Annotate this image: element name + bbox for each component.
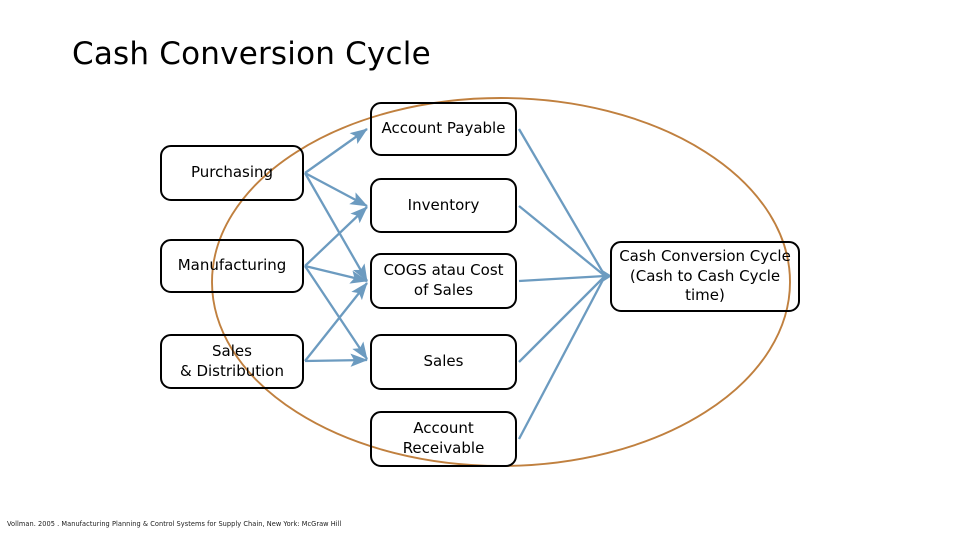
edge-purchasing-cogs — [304, 172, 368, 282]
node-cash-conversion-cycle-label: Cash Conversion Cycle (Cash to Cash Cycl… — [619, 246, 791, 305]
edge-account-payable-ccc — [518, 128, 606, 277]
edge-purchasing-inventory — [304, 171, 368, 208]
node-account-payable-label: Account Payable — [381, 119, 506, 138]
node-cogs-label: COGS atau Cost of Sales — [383, 261, 504, 299]
node-sales-distribution[interactable]: Sales & Distribution — [160, 334, 304, 389]
node-sales-distribution-label: Sales & Distribution — [180, 341, 284, 380]
edge-sales-distribution-sales — [304, 353, 368, 367]
edge-account-receivable-ccc — [517, 275, 607, 440]
node-cogs[interactable]: COGS atau Cost of Sales — [370, 253, 517, 309]
page-title: Cash Conversion Cycle — [72, 36, 431, 72]
node-purchasing[interactable]: Purchasing — [160, 145, 304, 201]
node-account-receivable-label: Account Receivable — [402, 419, 485, 457]
node-account-payable[interactable]: Account Payable — [370, 102, 517, 156]
edge-manufacturing-inventory — [304, 206, 368, 267]
node-inventory[interactable]: Inventory — [370, 178, 517, 233]
edge-sales-distribution-cogs — [304, 282, 368, 362]
node-manufacturing-label: Manufacturing — [177, 256, 287, 275]
node-inventory-label: Inventory — [407, 195, 480, 214]
node-cash-conversion-cycle[interactable]: Cash Conversion Cycle (Cash to Cash Cycl… — [610, 241, 800, 312]
edge-cogs-ccc — [518, 274, 606, 283]
node-purchasing-label: Purchasing — [190, 163, 274, 182]
node-account-receivable[interactable]: Account Receivable — [370, 411, 517, 467]
node-sales-label: Sales — [423, 352, 464, 371]
edge-inventory-ccc — [518, 205, 606, 277]
edge-manufacturing-cogs — [304, 264, 368, 284]
arrowhead-ccc — [600, 268, 612, 284]
node-manufacturing[interactable]: Manufacturing — [160, 239, 304, 293]
edge-manufacturing-sales — [304, 265, 368, 360]
node-sales[interactable]: Sales — [370, 334, 517, 390]
edge-purchasing-account-payable — [304, 128, 368, 174]
edge-sales-ccc — [518, 275, 606, 363]
source-citation: Vollman. 2005 . Manufacturing Planning &… — [7, 520, 342, 528]
